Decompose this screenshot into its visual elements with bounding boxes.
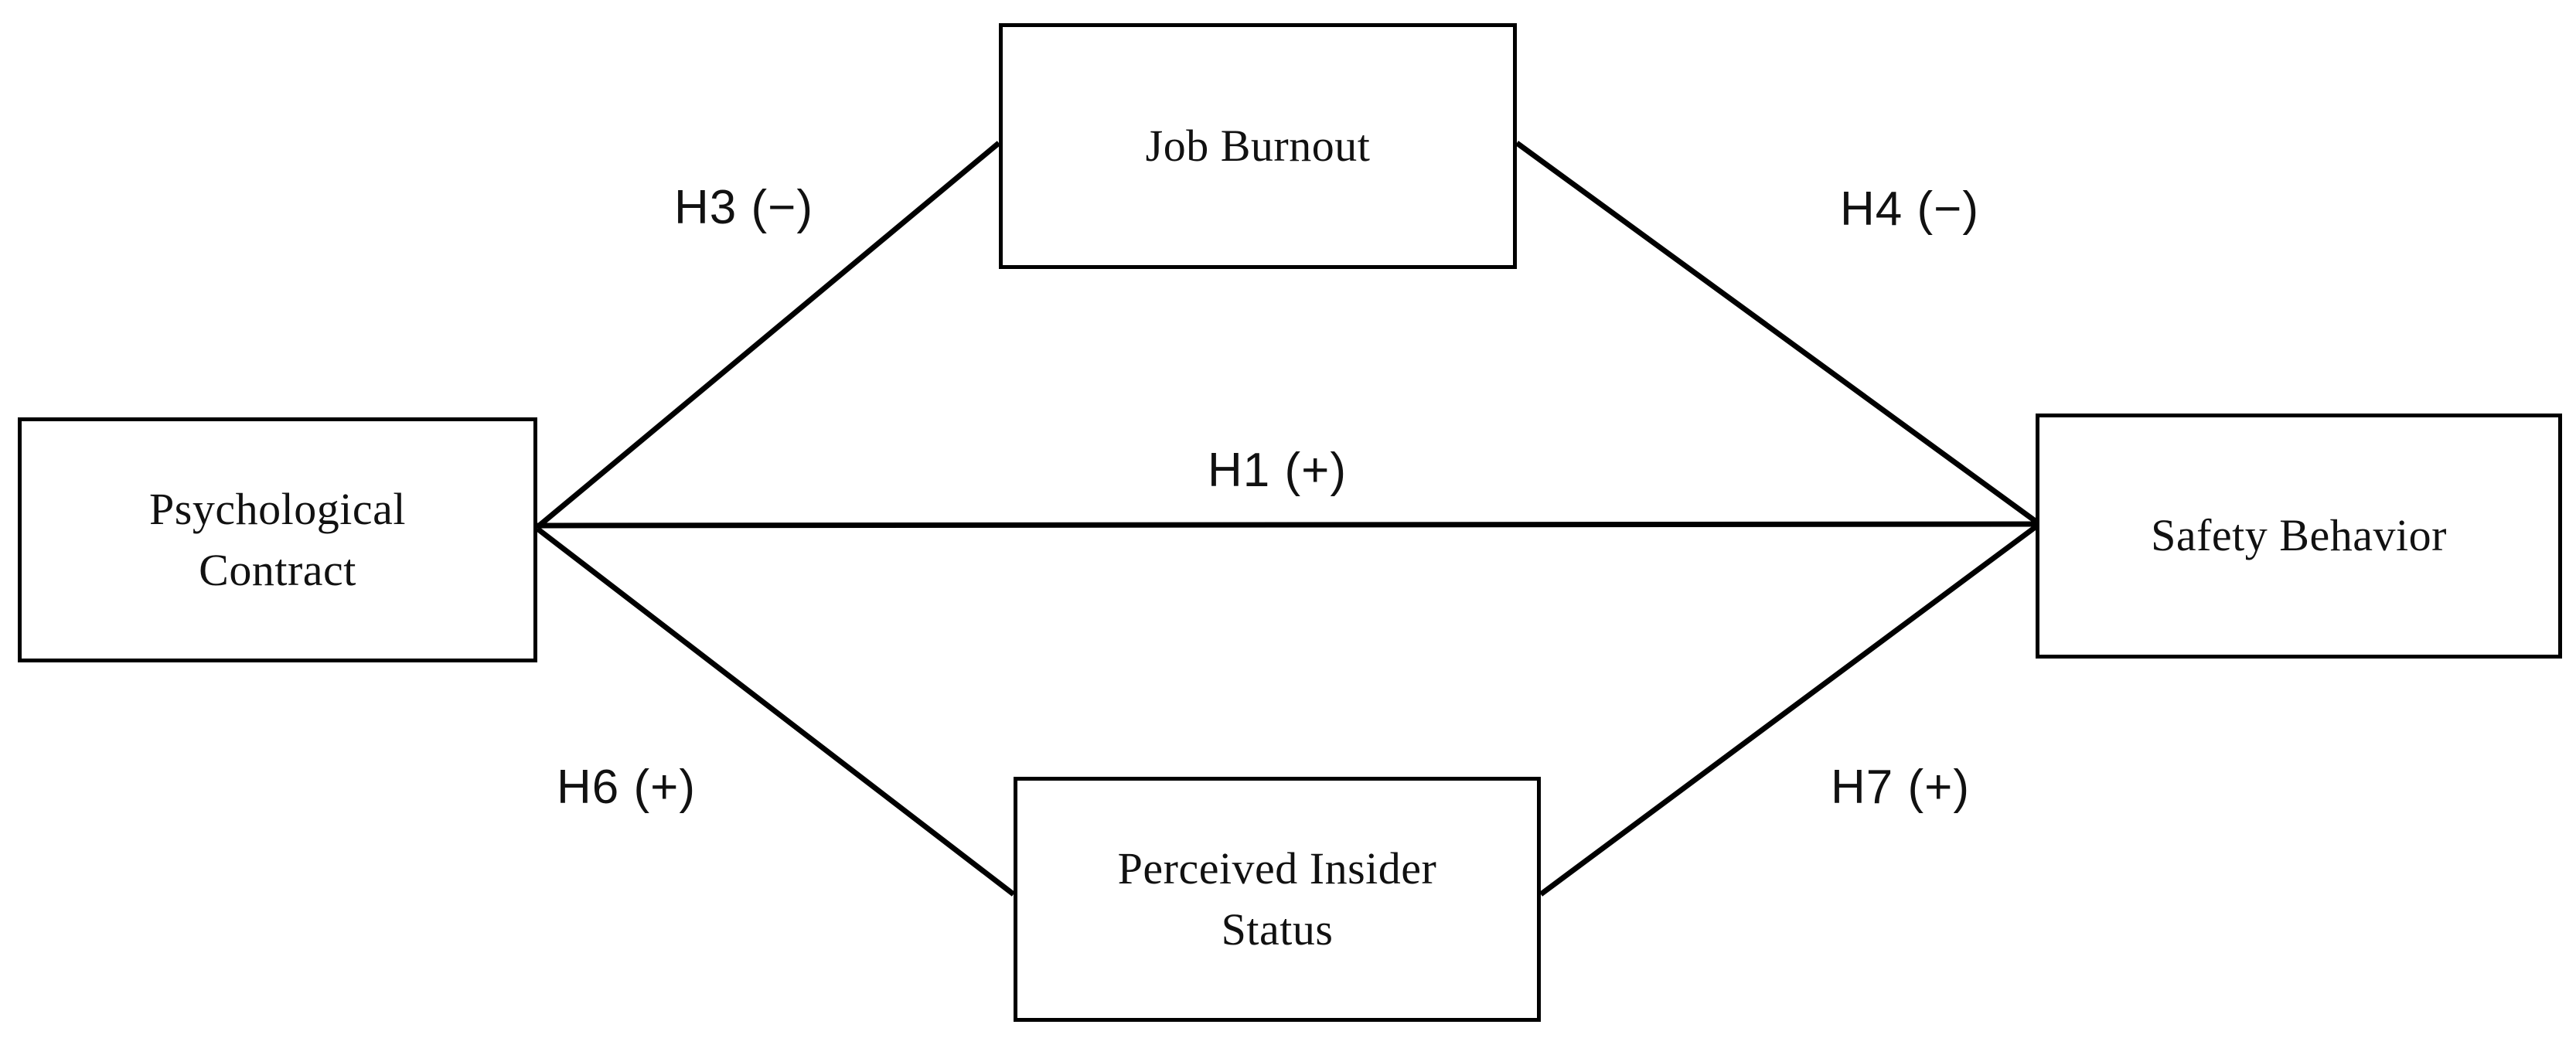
edge-line-h4 <box>1515 141 2042 526</box>
edge-label-h3: H3 (−) <box>674 181 813 234</box>
node-psychological-contract[interactable]: Psychological Contract <box>18 417 537 662</box>
node-label-job-burnout: Job Burnout <box>1145 120 1371 171</box>
node-perceived-insider-status[interactable]: Perceived Insider Status <box>1014 777 1541 1022</box>
edge-label-h1: H1 (+) <box>1208 444 1347 497</box>
edge-line-h7 <box>1538 522 2042 897</box>
edge-label-h7: H7 (+) <box>1831 761 1970 814</box>
edge-line-h6 <box>535 526 1016 897</box>
node-job-burnout[interactable]: Job Burnout <box>999 23 1517 269</box>
node-label-psychological-contract: Psychological Contract <box>149 484 406 595</box>
node-label-perceived-insider-status: Perceived Insider Status <box>1117 843 1437 955</box>
node-safety-behavior[interactable]: Safety Behavior <box>2036 414 2562 659</box>
edge-line-h3 <box>535 141 1001 529</box>
node-label-safety-behavior: Safety Behavior <box>2151 510 2447 561</box>
edge-label-h4: H4 (−) <box>1840 182 1979 236</box>
edge-label-h6: H6 (+) <box>557 761 696 814</box>
edge-line-group <box>535 141 2042 897</box>
edge-line-h1 <box>537 521 2040 529</box>
